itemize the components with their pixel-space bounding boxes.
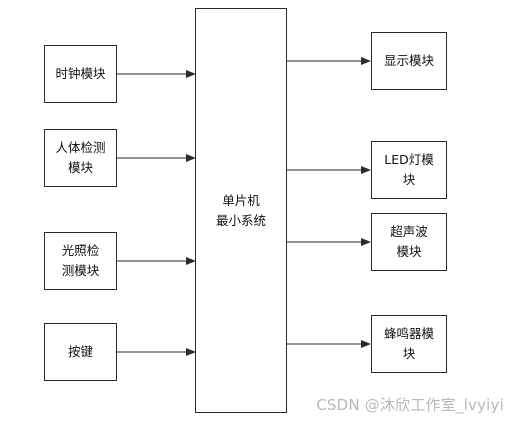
clock-module-box: 时钟模块 [44,45,117,103]
ultrasonic-module-box: 超声波 模块 [371,213,447,271]
led-module-box: LED灯模 块 [371,141,447,199]
mcu-minimum-system-box: 单片机 最小系统 [195,8,287,413]
human-detect-module-box: 人体检测 模块 [44,129,117,187]
csdn-watermark: CSDN @沐欣工作室_lvyiyi [316,396,504,414]
buzzer-module-box: 蜂鸣器模 块 [371,315,447,373]
key-module-box: 按键 [44,323,117,381]
light-detect-module-box: 光照检 测模块 [44,232,117,290]
display-module-box: 显示模块 [371,32,447,90]
